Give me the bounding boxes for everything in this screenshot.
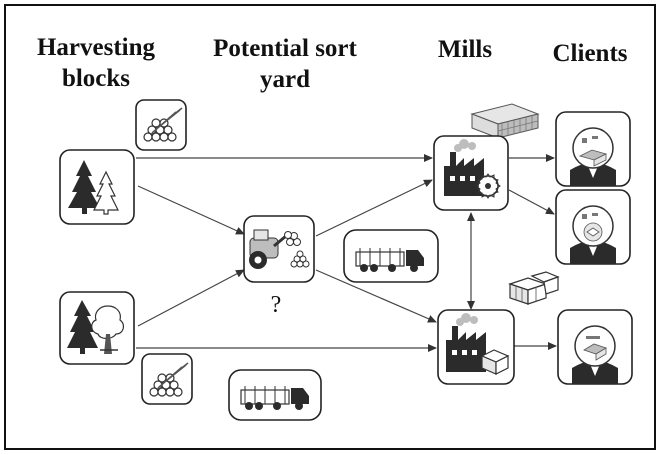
client-products-icon xyxy=(555,189,631,265)
log-truck-icon xyxy=(228,369,322,421)
arrow-sortyard-to-papermill xyxy=(315,269,437,323)
heading-potential-sort-yard-text: Potential sort yard xyxy=(213,35,357,93)
heading-harvesting-blocks: Harvesting blocks xyxy=(16,32,176,94)
arrow-block1-to-sortyard xyxy=(137,185,245,235)
sawmill-icon xyxy=(433,135,509,211)
diagram-frame xyxy=(4,4,656,450)
sort-yard-loader-icon xyxy=(243,215,315,283)
arrow-block2-to-sortyard xyxy=(137,269,245,327)
client-paper-icon xyxy=(557,309,633,385)
log-truck-icon xyxy=(343,229,439,283)
paper-mill-icon xyxy=(437,309,515,385)
log-pile-icon xyxy=(135,99,187,151)
pulp-bales-icon xyxy=(508,271,560,305)
arrow-sawmill-to-client2 xyxy=(508,189,555,215)
log-pile-icon xyxy=(141,353,193,405)
arrow-sortyard-to-sawmill xyxy=(315,179,433,237)
heading-clients: Clients xyxy=(552,40,628,67)
heading-mills: Mills xyxy=(437,36,493,63)
lumber-stack-icon xyxy=(470,103,540,139)
heading-harvesting-blocks-text: Harvesting blocks xyxy=(36,34,156,92)
conifer-forest-icon xyxy=(59,149,135,225)
sort-yard-question-mark: ? xyxy=(270,292,282,318)
client-lumber-icon xyxy=(555,111,631,187)
heading-potential-sort-yard: Potential sort yard xyxy=(205,33,365,95)
mixed-forest-icon xyxy=(59,291,135,365)
